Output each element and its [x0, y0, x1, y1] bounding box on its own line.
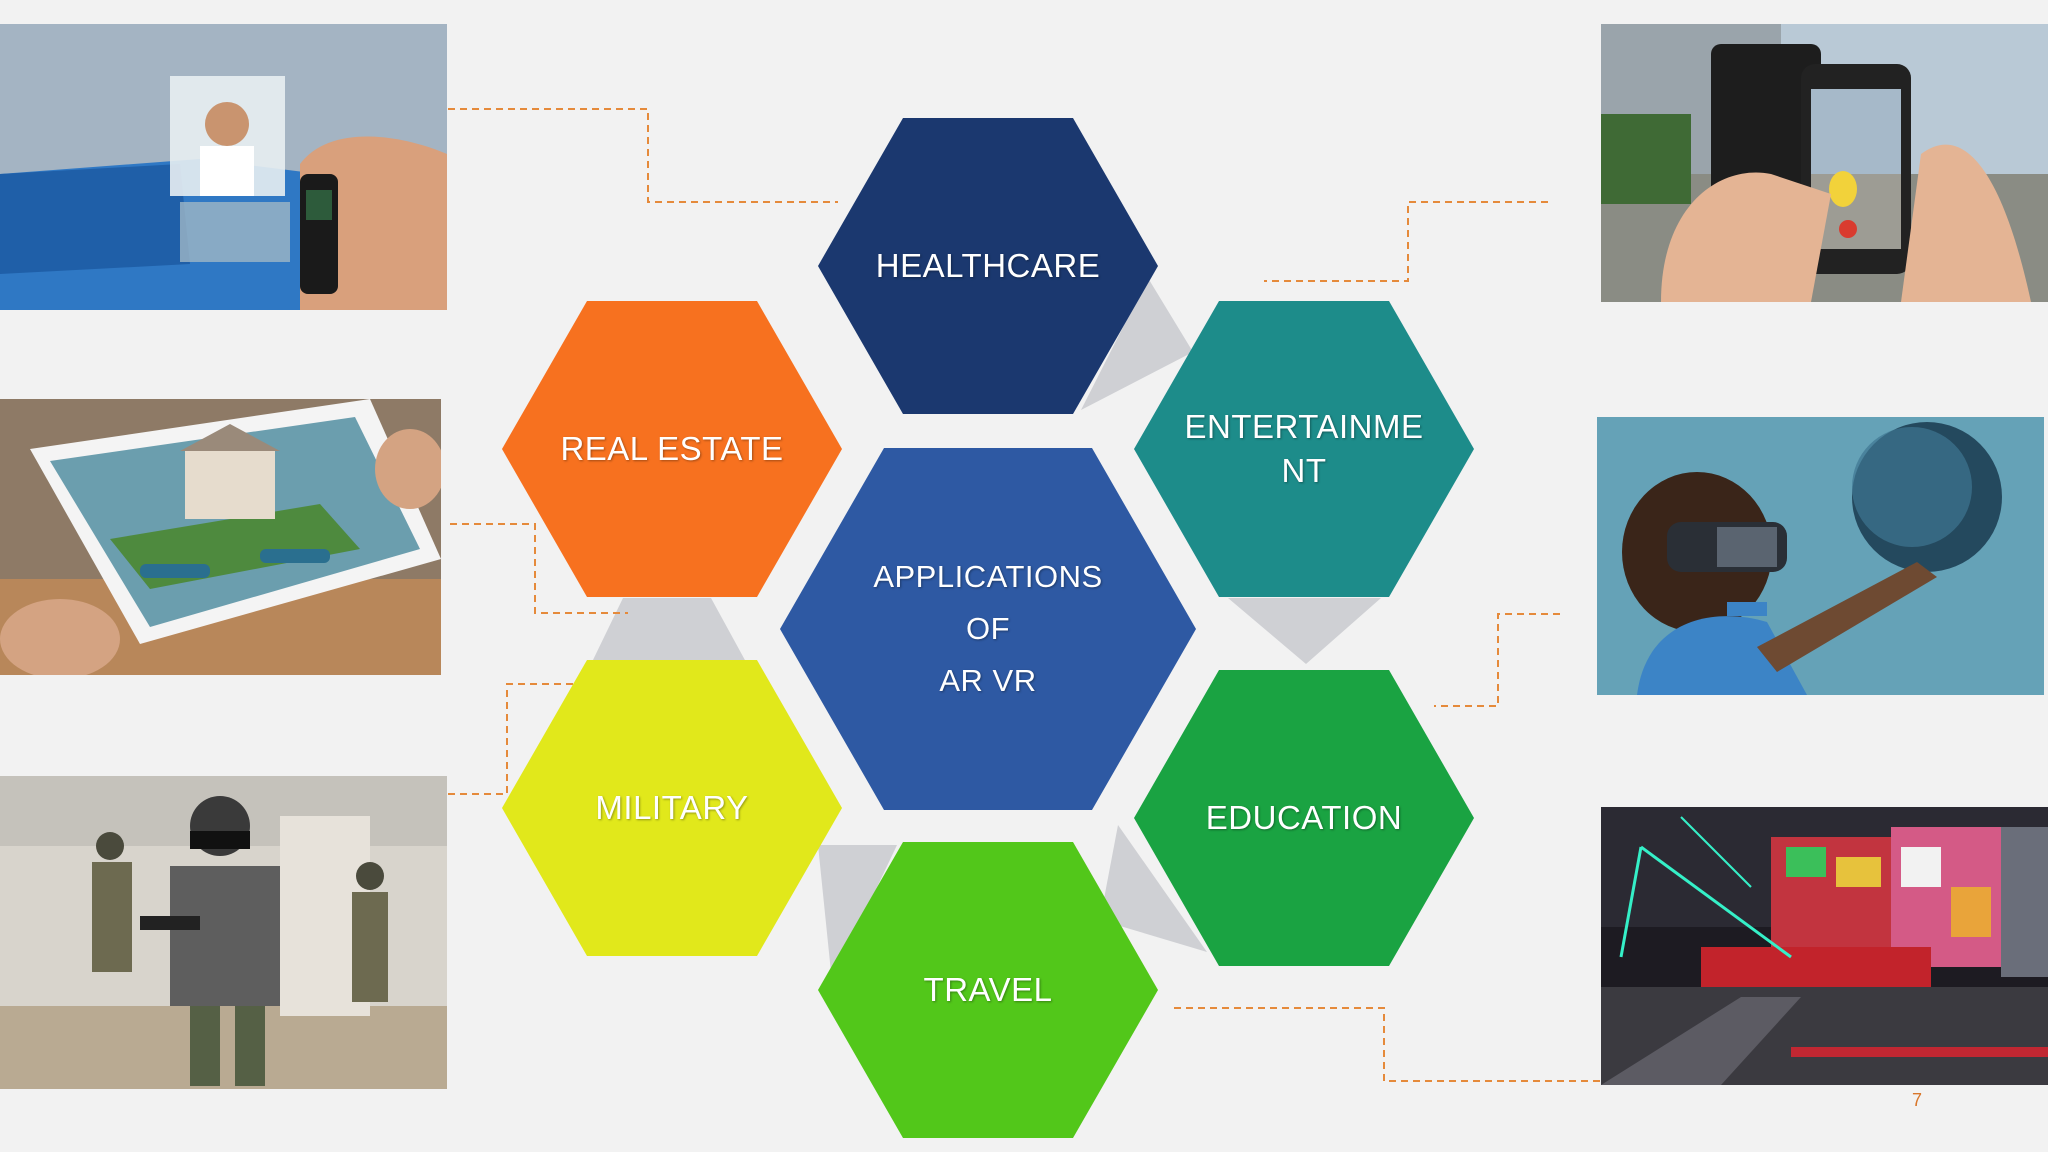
center-title: APPLICATIONS OF AR VR: [858, 551, 1118, 707]
hexagon-travel-label: TRAVEL: [923, 971, 1053, 1008]
image-tablet-house-model: [0, 399, 441, 675]
image-child-vr-headset: [1597, 417, 2044, 695]
triangle-education-travel: [1100, 825, 1207, 952]
image-smartwatch-ar-call: [0, 24, 447, 310]
connector-military: [448, 683, 585, 795]
triangle-realestate-military: [592, 598, 746, 662]
triangle-healthcare-entertainment: [1081, 278, 1193, 410]
center-title-line1: APPLICATIONS: [873, 559, 1103, 594]
center-title-line3: AR VR: [939, 663, 1037, 698]
connector-real-estate: [450, 523, 628, 614]
triangle-military-travel: [818, 845, 897, 982]
page-number: 7: [1912, 1090, 1923, 1110]
center-title-line2: OF: [965, 611, 1011, 646]
hexagon-healthcare-label: HEALTHCARE: [875, 247, 1101, 284]
hexagon-education-label: EDUCATION: [1205, 799, 1403, 836]
hexagon-real-estate-label: REAL ESTATE: [560, 430, 784, 467]
connector-education: [1434, 613, 1560, 707]
connector-entertainment: [1264, 201, 1548, 282]
triangle-entertainment-education: [1228, 598, 1381, 664]
image-phone-pokemon-ar: [1601, 24, 2048, 302]
entertainment-line1: ENTERTAINME: [1184, 408, 1424, 445]
entertainment-line2: NT: [1281, 452, 1327, 489]
image-ar-city-street: [1601, 807, 2048, 1085]
connector-travel: [1172, 1007, 1600, 1082]
hexagon-entertainment-label: ENTERTAINME NT: [1184, 405, 1424, 493]
hexagon-military: MILITARY: [502, 660, 842, 956]
connector-healthcare: [448, 108, 838, 203]
hexagon-real-estate: REAL ESTATE: [502, 301, 842, 597]
image-vr-soldier-training: [0, 776, 447, 1089]
hexagon-military-label: MILITARY: [595, 789, 749, 826]
